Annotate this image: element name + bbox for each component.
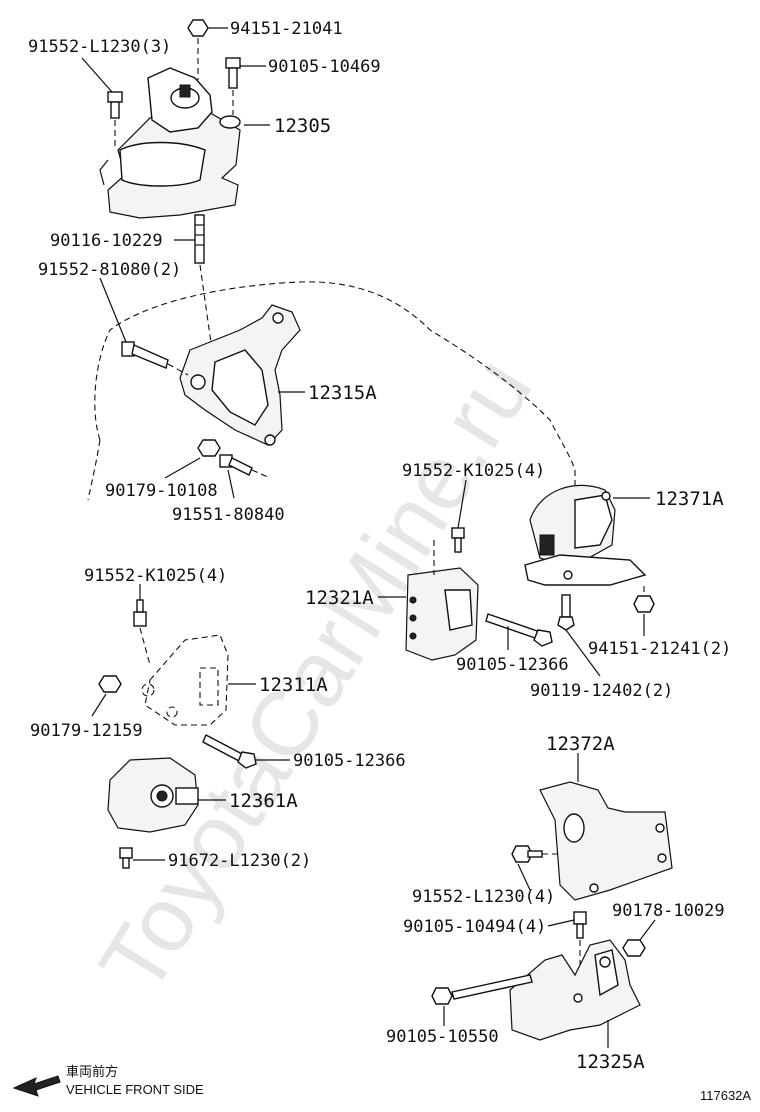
nut-94151-21241-2 xyxy=(633,595,655,613)
label-12305: 12305 xyxy=(274,115,331,137)
nut-90179-12159 xyxy=(98,675,122,693)
label-12325A: 12325A xyxy=(576,1051,645,1073)
label-91552-L1230-3: 91552-L1230(3) xyxy=(28,37,171,57)
label-91552-K1025-4-right: 91552-K1025(4) xyxy=(402,461,545,481)
label-90119-12402-2: 90119-12402(2) xyxy=(530,681,673,701)
bolt-90105-12366-left xyxy=(202,734,257,769)
label-12372A: 12372A xyxy=(546,733,615,755)
diagram-id: 117632A xyxy=(700,1088,751,1103)
label-12315A: 12315A xyxy=(308,382,377,404)
stud-90116-10229 xyxy=(194,214,205,264)
engine-outline xyxy=(87,281,576,501)
bolt-90105-10494-4 xyxy=(573,911,587,939)
engine-mount-insulator-12361A xyxy=(107,757,199,833)
engine-mount-bracket-12321A xyxy=(405,567,479,661)
engine-mount-bracket-12372A xyxy=(539,781,673,901)
label-94151-21041: 94151-21041 xyxy=(230,19,343,39)
engine-mount-bracket-12325A xyxy=(509,939,641,1041)
label-90116-10229: 90116-10229 xyxy=(50,231,163,251)
label-91552-81080-2: 91552-81080(2) xyxy=(38,260,181,280)
label-90105-10494-4: 90105-10494(4) xyxy=(403,917,546,937)
nut-90178-10029 xyxy=(622,939,646,957)
bolt-91552-81080-2 xyxy=(121,341,169,369)
label-91552-K1025-4-left: 91552-K1025(4) xyxy=(84,566,227,586)
engine-mount-bracket-12311A xyxy=(141,634,229,726)
bolt-91551-80840 xyxy=(219,454,253,476)
nut-90179-10108 xyxy=(197,439,221,457)
label-91672-L1230-2: 91672-L1230(2) xyxy=(168,851,311,871)
bolt-90105-10550 xyxy=(431,974,533,1005)
label-12321A: 12321A xyxy=(305,587,374,609)
label-94151-21241-2: 94151-21241(2) xyxy=(588,639,731,659)
bolt-91552-L1230-4 xyxy=(511,845,543,863)
bolt-90105-12366-mid xyxy=(485,613,553,647)
bolt-91552-K1025-4-left xyxy=(133,599,147,627)
engine-mount-insulator-12305 xyxy=(99,67,241,219)
nut-94151-21041 xyxy=(187,19,209,37)
bolt-91672-L1230-2 xyxy=(119,847,133,869)
direction-note-english: VEHICLE FRONT SIDE xyxy=(66,1082,204,1097)
label-91551-80840: 91551-80840 xyxy=(172,505,285,525)
engine-mount-insulator-12371A xyxy=(524,484,647,586)
label-90179-12159: 90179-12159 xyxy=(30,721,143,741)
direction-note-japanese: 車両前方 xyxy=(66,1064,118,1079)
label-91552-L1230-4: 91552-L1230(4) xyxy=(412,887,555,907)
label-90105-10469: 90105-10469 xyxy=(268,57,381,77)
label-90178-10029: 90178-10029 xyxy=(612,901,725,921)
label-90179-10108: 90179-10108 xyxy=(105,481,218,501)
engine-mount-bracket-12315A xyxy=(179,304,301,446)
label-12311A: 12311A xyxy=(259,674,328,696)
label-90105-12366-left: 90105-12366 xyxy=(293,751,406,771)
label-90105-12366-mid: 90105-12366 xyxy=(456,655,569,675)
vehicle-front-arrow-icon xyxy=(12,1075,61,1097)
bolt-91552-L1230-3 xyxy=(107,91,123,119)
bolt-90119-12402-2 xyxy=(557,594,575,631)
label-12371A: 12371A xyxy=(655,488,724,510)
bolt-90105-10469 xyxy=(225,57,241,89)
label-90105-10550: 90105-10550 xyxy=(386,1027,499,1047)
label-12361A: 12361A xyxy=(229,790,298,812)
